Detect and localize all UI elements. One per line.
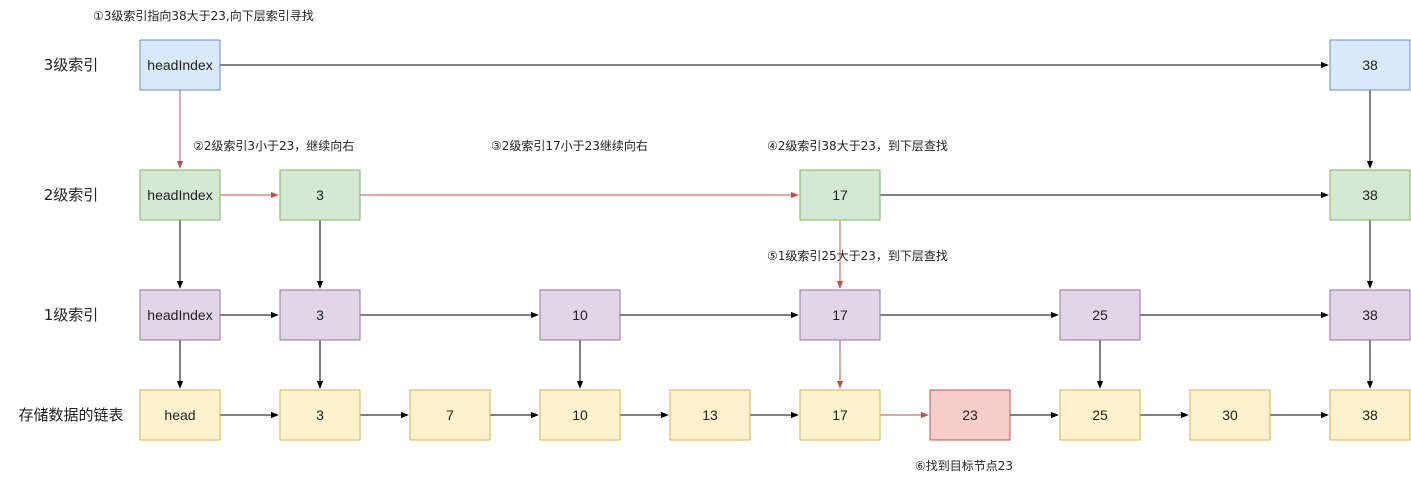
step3-note: ③2级索引17小于23继续向右 [491,138,648,153]
node-label: headIndex [147,57,212,73]
step5-note: ⑤1级索引25大于23，到下层查找 [767,249,948,263]
node-label: 38 [1362,57,1378,73]
node-l3-head: headIndex [139,39,221,91]
node-label: 38 [1362,407,1378,423]
node-label: 30 [1222,407,1238,423]
row-label-level2: 2级索引 [44,186,99,204]
node-label: 23 [962,407,978,423]
node-l1-38: 38 [1329,289,1411,341]
node-label: 10 [572,407,588,423]
row-label-data-list: 存储数据的链表 [18,406,123,424]
node-label: 38 [1362,187,1378,203]
node-d-10: 10 [539,389,621,441]
node-d-30: 30 [1189,389,1271,441]
node-d-head: head [139,389,221,441]
node-label: 13 [702,407,718,423]
node-label: headIndex [147,307,212,323]
node-label: 3 [316,307,324,323]
node-l1-10: 10 [539,289,621,341]
node-l2-17: 17 [799,169,881,221]
node-label: 38 [1362,307,1378,323]
node-l1-3: 3 [279,289,361,341]
node-label: 25 [1092,307,1108,323]
node-d-7: 7 [409,389,491,441]
node-l2-head: headIndex [139,169,221,221]
node-label: headIndex [147,187,212,203]
step2-note: ②2级索引3小于23，继续向右 [193,138,354,153]
node-l2-3: 3 [279,169,361,221]
step4-note: ④2级索引38大于23，到下层查找 [767,139,948,153]
row-label-level1: 1级索引 [44,306,99,324]
node-l1-head: headIndex [139,289,221,341]
node-d-38: 38 [1329,389,1411,441]
node-l1-25: 25 [1059,289,1141,341]
node-label: 7 [446,407,454,423]
node-d-25: 25 [1059,389,1141,441]
node-d-13: 13 [669,389,751,441]
step1-note: ①3级索引指向38大于23,向下层索引寻找 [93,8,314,23]
node-label: 3 [316,407,324,423]
node-l3-38: 38 [1329,39,1411,91]
node-l2-38: 38 [1329,169,1411,221]
node-label: 10 [572,307,588,323]
node-d-23-target: 23 [929,389,1011,441]
node-label: 3 [316,187,324,203]
node-label: 17 [832,307,848,323]
node-label: 17 [832,187,848,203]
row-label-level3: 3级索引 [44,56,99,74]
node-label: 17 [832,407,848,423]
node-d-3: 3 [279,389,361,441]
node-d-17: 17 [799,389,881,441]
node-l1-17: 17 [799,289,881,341]
step6-note: ⑥找到目标节点23 [915,459,1013,473]
node-label: head [164,407,195,423]
node-label: 25 [1092,407,1108,423]
